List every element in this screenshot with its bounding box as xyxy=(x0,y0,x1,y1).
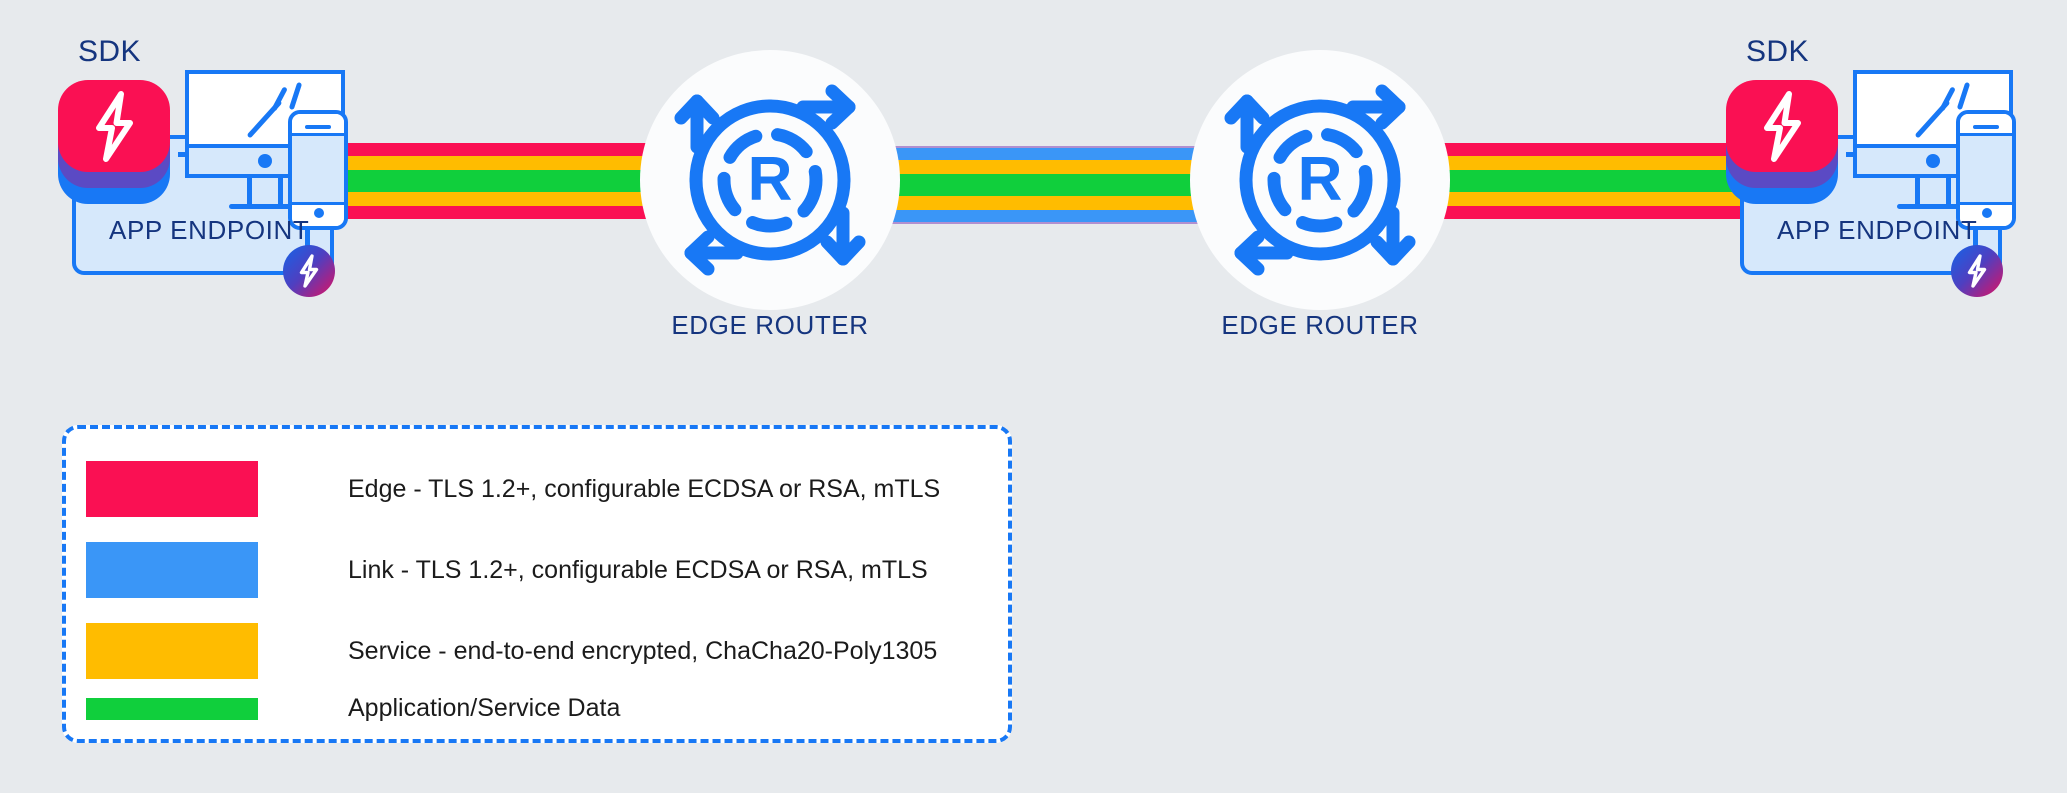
router-label-right: EDGE ROUTER xyxy=(1221,310,1419,340)
phone-speaker xyxy=(305,125,331,129)
sdk-label-left: SDK xyxy=(78,35,141,68)
monitor-foot xyxy=(229,204,301,209)
mobile-phone-icon-left xyxy=(288,110,348,230)
legend-swatch-service xyxy=(86,623,258,679)
endpoint-label-right: APP ENDPOINT xyxy=(1777,215,1978,245)
monitor-neck xyxy=(247,178,283,208)
router-label-left: EDGE ROUTER xyxy=(671,310,869,340)
phone-home-button xyxy=(1982,208,1992,218)
legend-item-edge: Edge - TLS 1.2+, configurable ECDSA or R… xyxy=(86,461,940,517)
monitor-power-dot xyxy=(1926,154,1940,168)
bolt-glyph xyxy=(1967,254,1987,288)
router-right-circle: R xyxy=(1190,50,1450,310)
router-letter-r: R xyxy=(748,145,793,214)
router-arrows-icon-right: R xyxy=(1224,84,1416,276)
endpoint-label-left: APP ENDPOINT xyxy=(109,215,310,245)
legend-label-application: Application/Service Data xyxy=(348,694,621,722)
sdk-layer-top xyxy=(1726,80,1838,172)
router-arrows-icon-left: R xyxy=(674,84,866,276)
sdk-bolt-glyph xyxy=(1764,91,1801,162)
mobile-phone-icon-right xyxy=(1956,110,2016,230)
legend-label-link: Link - TLS 1.2+, configurable ECDSA or R… xyxy=(348,555,928,584)
monitor-power-dot xyxy=(258,154,272,168)
band-link-blue-top xyxy=(760,146,1310,148)
ziti-bolt-badge-icon-left xyxy=(283,245,335,297)
legend-item-service: Service - end-to-end encrypted, ChaCha20… xyxy=(86,623,937,679)
legend-item-application: Application/Service Data xyxy=(86,694,620,723)
legend-swatch-edge xyxy=(86,461,258,517)
legend-panel: Edge - TLS 1.2+, configurable ECDSA or R… xyxy=(62,425,1012,743)
ziti-bolt-badge-icon-right xyxy=(1951,245,2003,297)
sdk-stack-icon-left xyxy=(52,78,180,206)
legend-swatch-application xyxy=(86,697,258,720)
legend-item-link: Link - TLS 1.2+, configurable ECDSA or R… xyxy=(86,542,928,598)
phone-speaker xyxy=(1973,125,1999,129)
router-letter-r: R xyxy=(1298,145,1343,214)
sdk-stack-icon-right xyxy=(1720,78,1848,206)
sdk-bolt-glyph xyxy=(96,91,133,162)
band-link-blue-bot xyxy=(760,222,1310,224)
desktop-monitor-icon-right xyxy=(1853,70,2013,210)
phone-home-button xyxy=(314,208,324,218)
bolt-glyph xyxy=(299,254,319,288)
band-link-blue-lower xyxy=(760,210,1310,222)
legend-label-service: Service - end-to-end encrypted, ChaCha20… xyxy=(348,636,938,665)
monitor-neck xyxy=(1915,178,1951,208)
legend-label-edge: Edge - TLS 1.2+, configurable ECDSA or R… xyxy=(348,474,941,503)
legend-swatch-link xyxy=(86,542,258,598)
sdk-layer-top xyxy=(58,80,170,172)
sdk-label-right: SDK xyxy=(1746,35,1809,68)
router-left-circle: R xyxy=(640,50,900,310)
monitor-foot xyxy=(1897,204,1969,209)
